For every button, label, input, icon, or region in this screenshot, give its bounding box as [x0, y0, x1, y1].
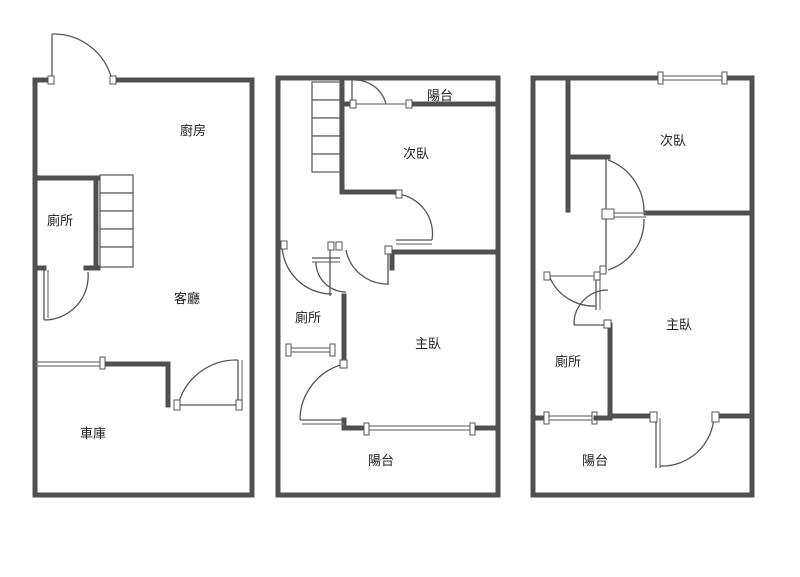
floor-2-toilet-opening: [285, 343, 336, 357]
floor-3-master-door: [605, 218, 645, 272]
floor-1-walls: [32, 77, 255, 498]
floor-1: 廚房 廁所 客廳 車庫: [32, 33, 255, 498]
living-room-label: 客廳: [174, 291, 200, 307]
floor-3-toilet-window: [543, 411, 613, 425]
balcony-label: 陽台: [582, 454, 608, 469]
floor-3-top-window: [657, 71, 728, 85]
balcony-top-label: 陽台: [427, 89, 453, 104]
floor-3-walls: [530, 75, 755, 498]
floor-1-toilet-door: [43, 270, 89, 321]
floor-1-stairs: [99, 174, 134, 268]
toilet-label: 廁所: [555, 354, 581, 370]
floor-2-bottom-window: [355, 422, 501, 436]
floor-2-bedroom-door: [395, 189, 434, 245]
floor-1-garage-opening: [35, 356, 106, 370]
floor-2: 陽台 次臥 廁所 主臥 陽台: [275, 75, 501, 498]
master-bedroom-label: 主臥: [666, 318, 692, 333]
floor-2-walls: [275, 75, 501, 498]
floor-3-balcony-door: [649, 411, 720, 468]
floor-3-toilet-door: [543, 265, 612, 329]
master-bedroom-label: 主臥: [415, 337, 441, 352]
second-bedroom-label: 次臥: [403, 146, 429, 162]
floor-2-toilet-door: [280, 240, 347, 296]
floor-2-lower-door: [299, 359, 348, 425]
floor-1-garage-door: [173, 359, 243, 411]
toilet-label: 廁所: [47, 213, 73, 229]
toilet-label: 廁所: [295, 310, 321, 326]
kitchen-label: 廚房: [180, 123, 206, 139]
floor-3-bedroom-door: [601, 159, 646, 220]
garage-label: 車庫: [80, 427, 106, 442]
floor-1-entry-door: [47, 33, 117, 85]
floor-3: 次臥 主臥 廁所 陽台: [530, 71, 755, 498]
second-bedroom-label: 次臥: [660, 133, 686, 149]
floor-2-stairs: [311, 81, 341, 173]
floor-2-balcony-door: [349, 79, 413, 109]
floor-2-master-door: [345, 245, 393, 285]
balcony-bottom-label: 陽台: [368, 454, 394, 469]
